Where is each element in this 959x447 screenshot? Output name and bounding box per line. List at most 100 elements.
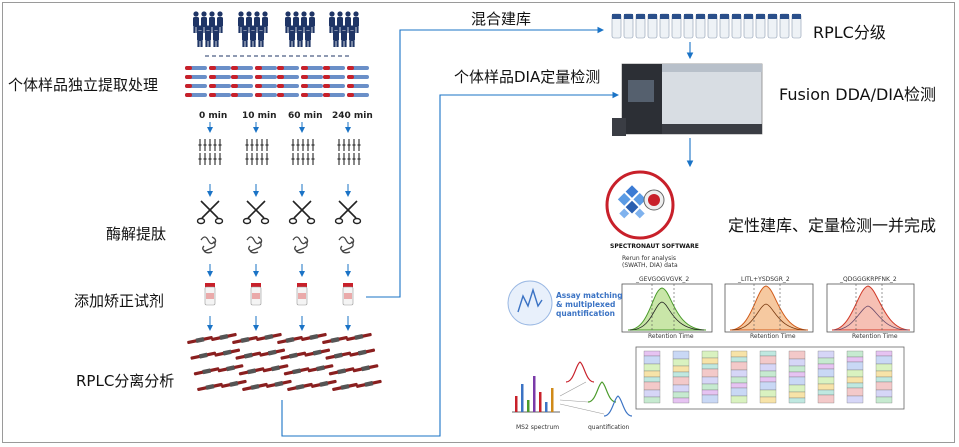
stacked-bar-segment bbox=[730, 376, 748, 384]
stacked-bar-segment bbox=[788, 376, 806, 386]
stacked-bar-segment bbox=[672, 371, 690, 378]
mass-spectrometer bbox=[612, 63, 763, 136]
label-mixed-library: 混合建库 bbox=[471, 10, 532, 28]
stacked-bar-segment bbox=[701, 389, 719, 396]
stacked-bar-segment bbox=[730, 361, 748, 371]
stacked-bar-segment bbox=[672, 358, 690, 367]
stacked-bar-segment bbox=[701, 350, 719, 359]
stacked-bar-segment bbox=[846, 361, 864, 371]
software-subtitle-1: Rerun for analysis bbox=[622, 255, 677, 262]
assay-line-3: quantification bbox=[556, 309, 615, 318]
sample-tube-arrays bbox=[185, 66, 369, 97]
stacked-bar-segment bbox=[875, 381, 893, 391]
xic-chart-3 bbox=[826, 283, 915, 333]
stacked-bar-segment bbox=[788, 384, 806, 393]
stacked-bar-segment bbox=[701, 376, 719, 385]
ms2-label: MS2 spectrum bbox=[516, 424, 560, 431]
xic-chart-2 bbox=[724, 283, 814, 333]
stacked-bar-segment bbox=[701, 357, 719, 365]
stacked-bar-segment bbox=[875, 376, 893, 383]
quant-label: quantification bbox=[588, 424, 630, 431]
chart-title-2: _LITL+YSDSGR_2 bbox=[738, 276, 790, 283]
stacked-bar-segment bbox=[846, 387, 864, 397]
timepoint-3: 240 min bbox=[332, 111, 373, 121]
assay-matching-icon bbox=[507, 280, 553, 326]
stacked-bar-segment bbox=[759, 376, 777, 383]
stacked-bar-segment bbox=[643, 396, 661, 404]
stacked-bar-segment bbox=[730, 369, 748, 378]
stacked-bar-segment bbox=[875, 350, 893, 357]
stacked-bar-segment bbox=[846, 350, 864, 358]
label-individual-processing: 个体样品独立提取处理 bbox=[8, 76, 159, 94]
quantification-peaks-icon bbox=[559, 361, 633, 417]
stacked-bar-segment bbox=[643, 389, 661, 398]
scissors-icons bbox=[196, 200, 362, 225]
stacked-bar-segment bbox=[875, 389, 893, 398]
stacked-bar-segment bbox=[817, 363, 835, 370]
stacked-bar-segment bbox=[672, 376, 690, 386]
chart-axis-x-1: Retention Time bbox=[648, 333, 694, 340]
xic-chart-1 bbox=[621, 283, 713, 333]
stacked-bar-segment bbox=[846, 395, 864, 404]
label-rplc-separation: RPLC分离分析 bbox=[76, 372, 175, 390]
stacked-bar-segment bbox=[759, 350, 777, 357]
stacked-bar-segment bbox=[788, 371, 806, 378]
stacked-bar-segment bbox=[817, 394, 835, 404]
stacked-bar-segment bbox=[788, 365, 806, 373]
stacked-bar-segment bbox=[672, 384, 690, 393]
stacked-bar-segment bbox=[643, 350, 661, 357]
stacked-bar-segment bbox=[817, 389, 835, 396]
stacked-bar-segment bbox=[875, 396, 893, 404]
software-subtitle-2: (SWATH, DIA) data bbox=[622, 262, 678, 269]
stacked-bar-segment bbox=[759, 389, 777, 398]
stacked-bar-segment bbox=[817, 376, 835, 385]
stacked-bar-segment bbox=[643, 370, 661, 378]
stacked-bar-segment bbox=[730, 387, 748, 397]
timepoint-0: 0 min bbox=[199, 111, 228, 121]
stacked-bar-segment bbox=[672, 391, 690, 399]
stacked-bar-segment bbox=[788, 391, 806, 399]
stacked-bar-segment bbox=[817, 350, 835, 359]
stacked-bar-segment bbox=[759, 363, 777, 372]
software-name: SPECTRONAUT SOFTWARE bbox=[610, 243, 699, 250]
chart-title-3: _QDGGGKRPFNK_2 bbox=[840, 276, 897, 283]
assay-line-1: Assay matching bbox=[556, 291, 623, 300]
timepoint-1: 10 min bbox=[242, 111, 277, 121]
stacked-bar-segment bbox=[846, 376, 864, 384]
stacked-bar-segment bbox=[875, 370, 893, 378]
stacked-bar-segment bbox=[817, 368, 835, 378]
reagent-vials bbox=[204, 282, 354, 306]
flow-connectors bbox=[281, 26, 694, 437]
stacked-bar-segment bbox=[846, 369, 864, 378]
label-fusion: Fusion DDA/DIA检测 bbox=[779, 85, 936, 104]
stacked-bar-segment bbox=[730, 395, 748, 404]
chart-axis-x-2: Retention Time bbox=[750, 333, 796, 340]
stacked-bar-segment bbox=[643, 376, 661, 383]
stacked-bar-segment bbox=[759, 370, 777, 378]
stacked-bar-segment bbox=[730, 382, 748, 389]
label-individual-dia: 个体样品DIA定量检测 bbox=[454, 68, 601, 86]
stacked-bar-segment bbox=[875, 363, 893, 372]
stacked-bar-segment bbox=[817, 357, 835, 365]
stacked-bar-segment bbox=[788, 397, 806, 404]
stacked-bar-segment bbox=[846, 356, 864, 363]
stacked-bar-segment bbox=[701, 363, 719, 370]
label-digestion: 酶解提肽 bbox=[106, 225, 167, 243]
label-add-reagent: 添加矫正试剂 bbox=[74, 292, 165, 310]
stacked-bar-segment bbox=[759, 381, 777, 391]
spectronaut-logo bbox=[605, 170, 675, 240]
stacked-bar-segment bbox=[672, 397, 690, 404]
stacked-bar-segment bbox=[643, 363, 661, 372]
stacked-bar-segment bbox=[788, 350, 806, 360]
stacked-bar-segment bbox=[759, 355, 777, 365]
stacked-bar-segment bbox=[817, 383, 835, 391]
timepoint-2: 60 min bbox=[288, 111, 323, 121]
prep-beads bbox=[198, 139, 361, 165]
stacked-bar-segment bbox=[643, 355, 661, 365]
chart-axis-x-3: Retention Time bbox=[852, 333, 898, 340]
stacked-bar-segment bbox=[672, 350, 690, 360]
ms2-spectrum-icon bbox=[512, 376, 560, 413]
stacked-bar-segment bbox=[759, 396, 777, 404]
